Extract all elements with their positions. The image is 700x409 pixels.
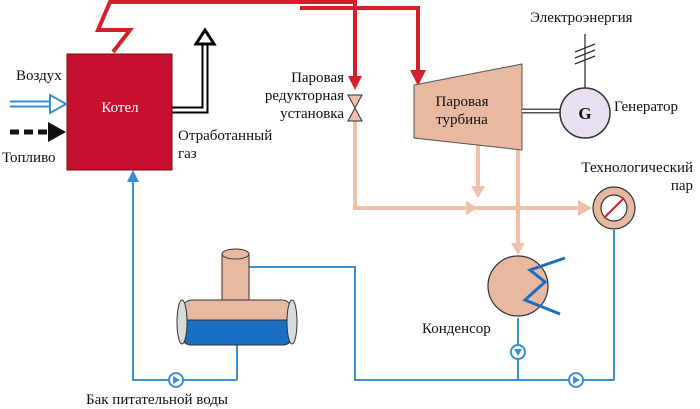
air-input-arrow xyxy=(10,93,69,115)
boiler-inlet-arrowhead xyxy=(127,170,139,182)
feedwater-pump xyxy=(168,372,184,388)
electric-output-line xyxy=(574,34,596,88)
feedwater-lines xyxy=(132,172,615,381)
steam-turbine xyxy=(413,63,523,151)
air-label: Воздух xyxy=(16,68,62,84)
prv-label-line1: Паровая xyxy=(291,70,344,86)
boiler-label: Котел xyxy=(101,100,139,116)
condenser xyxy=(487,255,566,317)
fuel-input-arrow xyxy=(10,122,66,142)
live-steam-lines xyxy=(94,0,420,80)
process-steam-consumer xyxy=(592,186,636,230)
generator-symbol: G xyxy=(578,104,591,123)
prv-label-line2: редукторная xyxy=(265,88,344,104)
boiler xyxy=(66,53,173,171)
turbine-label-line1: Паровая xyxy=(436,94,489,110)
generator-label: Генератор xyxy=(614,99,678,115)
boiler-steam-riser xyxy=(94,0,357,80)
exhaust-label-line1: Отработанный xyxy=(178,128,272,144)
tank-inlet-line xyxy=(248,266,614,381)
prv-to-header-line xyxy=(353,120,590,210)
turbine-label-line2: турбина xyxy=(436,112,488,128)
return-to-boiler-line xyxy=(132,172,237,381)
prv-inlet-arrowhead xyxy=(348,76,362,90)
turbine-inlet-arrowhead xyxy=(410,70,426,86)
header-to-process-arrowhead xyxy=(578,200,592,216)
condenser-label: Конденсор xyxy=(422,321,491,337)
feedwater-tank xyxy=(176,248,298,346)
feedwater-tank-label: Бак питательной воды xyxy=(86,392,228,408)
exhaust-gas-stack xyxy=(172,27,217,114)
exhaust-label-line2: газ xyxy=(178,146,197,162)
turbine-steam-feed xyxy=(300,6,420,74)
process-steam-label-line2: пар xyxy=(671,178,693,194)
exhaust-to-condenser-arrowhead xyxy=(511,243,525,255)
fuel-label: Топливо xyxy=(2,150,56,166)
pressure-reducing-valve xyxy=(347,94,363,122)
prv-label-line3: установка xyxy=(280,106,344,122)
header-arrowhead-mid xyxy=(466,201,478,215)
condensate-pump xyxy=(510,344,526,360)
electricity-label: Электроэнергия xyxy=(530,10,633,26)
return-pump xyxy=(568,372,584,388)
process-steam-label-line1: Технологический xyxy=(581,160,693,176)
extraction-arrowhead xyxy=(471,186,485,198)
